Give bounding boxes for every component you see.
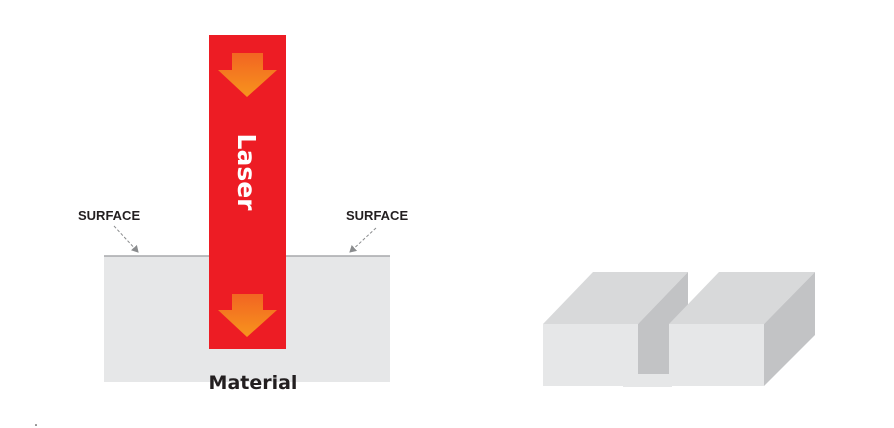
block-base-strip	[623, 374, 672, 387]
surface-label-left: SURFACE	[78, 208, 140, 223]
right-block-front	[669, 324, 764, 386]
left-block-top	[543, 272, 688, 324]
surface-pointer-right-icon	[349, 227, 377, 253]
left-block-front	[543, 324, 638, 386]
right-block-side	[764, 272, 815, 386]
laser-label: Laser	[232, 134, 261, 212]
down-arrow-icon	[218, 53, 277, 97]
cut-block-illustration	[543, 272, 815, 387]
kerf-wall	[638, 272, 688, 374]
right-block-top	[669, 272, 815, 324]
material-label: Material	[209, 372, 298, 394]
laser-beam: Laser	[209, 35, 286, 349]
surface-label-right: SURFACE	[346, 208, 408, 223]
surface-pointer-left-icon	[113, 225, 139, 253]
stray-dot	[35, 424, 37, 426]
down-arrow-icon	[218, 294, 277, 337]
